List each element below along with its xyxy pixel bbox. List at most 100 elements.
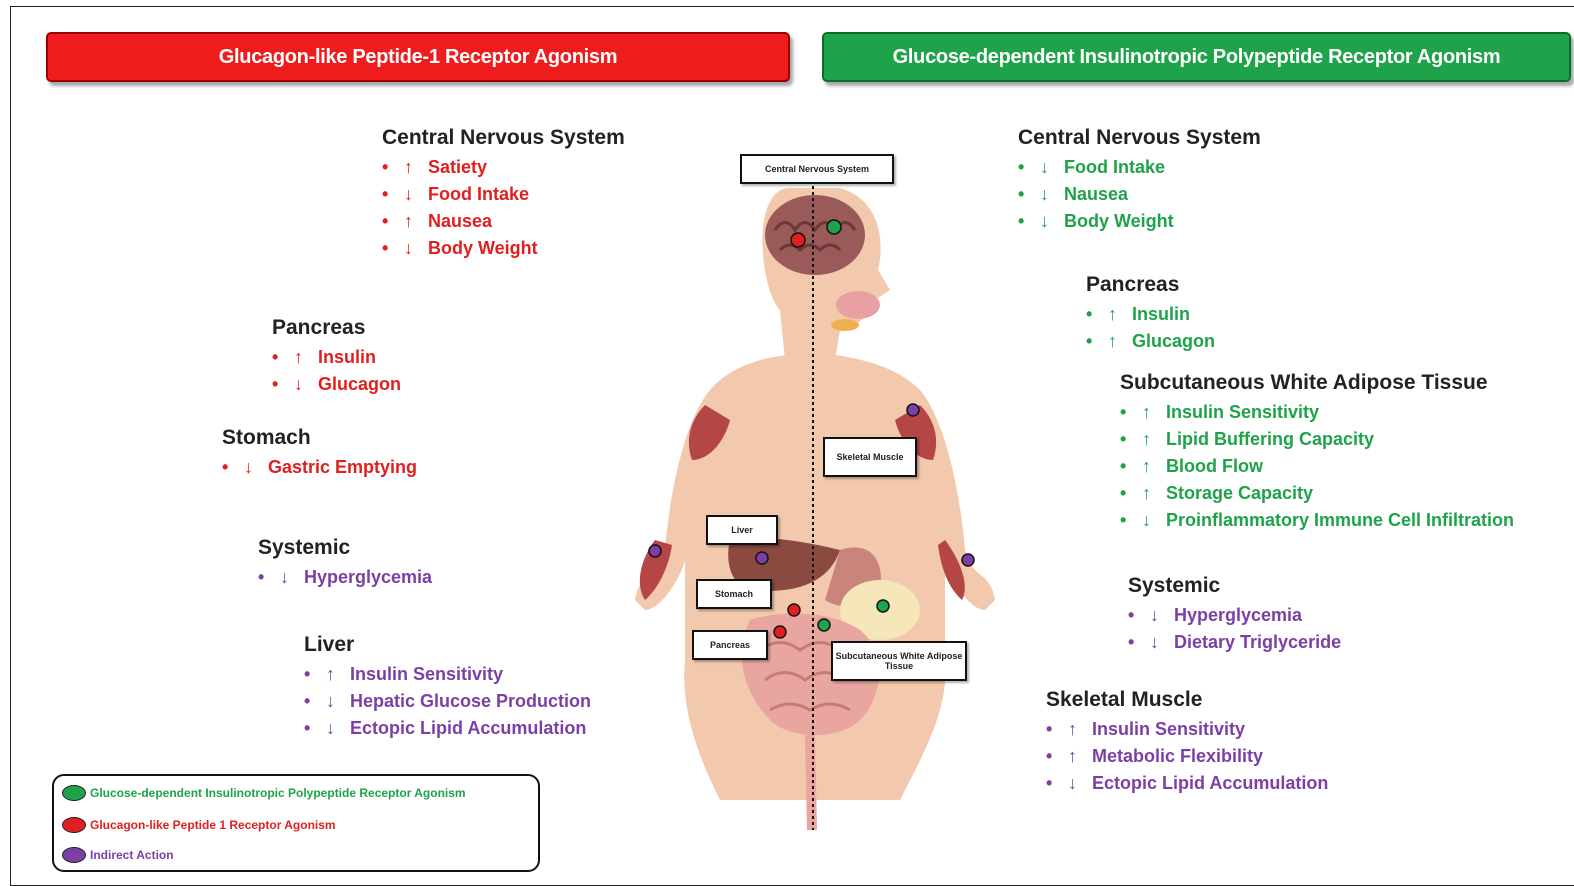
glp1-banner: Glucagon-like Peptide-1 Receptor Agonism xyxy=(46,32,790,82)
left-stomach-section: Stomach •↓Gastric Emptying xyxy=(222,426,417,481)
arrow-icon: ↑ xyxy=(1108,301,1132,328)
effect-text: Hyperglycemia xyxy=(1174,605,1302,625)
arrow-icon: ↓ xyxy=(294,371,318,398)
bullet-icon: • xyxy=(1120,399,1142,426)
effect-item: •↓Ectopic Lipid Accumulation xyxy=(1046,770,1328,797)
effect-item: •↓Food Intake xyxy=(1018,154,1261,181)
section-title: Pancreas xyxy=(272,316,401,340)
legend-label: Glucose-dependent Insulinotropic Polypep… xyxy=(90,786,466,800)
effect-text: Gastric Emptying xyxy=(268,457,417,477)
bullet-icon: • xyxy=(1046,743,1068,770)
arrow-icon: ↓ xyxy=(1150,629,1174,656)
effect-item: •↑Insulin xyxy=(1086,301,1215,328)
bullet-icon: • xyxy=(1120,480,1142,507)
effect-list: •↓Gastric Emptying xyxy=(222,454,417,481)
section-title: Subcutaneous White Adipose Tissue xyxy=(1120,371,1514,395)
effect-item: •↑Lipid Buffering Capacity xyxy=(1120,426,1514,453)
left-cns-section: Central Nervous System •↑Satiety•↓Food I… xyxy=(382,126,625,262)
effect-list: •↑Insulin •↓Glucagon xyxy=(272,344,401,398)
arrow-icon: ↓ xyxy=(1142,507,1166,534)
indirect-dot-left-arm xyxy=(649,545,661,557)
effect-item: •↓Hyperglycemia xyxy=(1128,602,1341,629)
arrow-icon: ↓ xyxy=(404,181,428,208)
effect-text: Insulin Sensitivity xyxy=(1166,402,1319,422)
effect-list: •↑Insulin Sensitivity•↑Metabolic Flexibi… xyxy=(1046,716,1328,797)
arrow-icon: ↓ xyxy=(326,688,350,715)
arrow-icon: ↓ xyxy=(1040,181,1064,208)
bullet-icon: • xyxy=(1018,208,1040,235)
right-pancreas-section: Pancreas •↑Insulin•↑Glucagon xyxy=(1086,273,1215,355)
gip-banner: Glucose-dependent Insulinotropic Polypep… xyxy=(822,32,1571,82)
effect-text: Nausea xyxy=(1064,184,1128,204)
arrow-icon: ↓ xyxy=(1150,602,1174,629)
bullet-icon: • xyxy=(382,208,404,235)
bullet-icon: • xyxy=(1018,181,1040,208)
arrow-icon: ↓ xyxy=(326,715,350,742)
effect-text: Metabolic Flexibility xyxy=(1092,746,1263,766)
arrow-icon: ↑ xyxy=(294,344,318,371)
effect-text: Insulin Sensitivity xyxy=(350,664,503,684)
bullet-icon: • xyxy=(1046,770,1068,797)
legend-item-gip: Glucose-dependent Insulinotropic Polypep… xyxy=(62,785,466,801)
effect-item: •↓Food Intake xyxy=(382,181,625,208)
pancreas-label-box: Pancreas xyxy=(692,630,768,660)
bullet-icon: • xyxy=(272,371,294,398)
legend-item-glp1: Glucagon-like Peptide 1 Receptor Agonism xyxy=(62,817,336,833)
bullet-icon: • xyxy=(382,235,404,262)
legend-glp1-dot-icon xyxy=(62,817,86,833)
section-title: Liver xyxy=(304,633,591,657)
effect-item: •↑Nausea xyxy=(382,208,625,235)
effect-list: •↓Hyperglycemia xyxy=(258,564,432,591)
left-pancreas-section: Pancreas •↑Insulin •↓Glucagon xyxy=(272,316,401,398)
rectum xyxy=(810,735,812,830)
arrow-icon: ↑ xyxy=(1068,743,1092,770)
effect-list: •↓Hyperglycemia•↓Dietary Triglyceride xyxy=(1128,602,1341,656)
effect-item: •↓Body Weight xyxy=(1018,208,1261,235)
arrow-icon: ↓ xyxy=(1040,154,1064,181)
right-swat-section: Subcutaneous White Adipose Tissue •↑Insu… xyxy=(1120,371,1514,534)
glp1-dot-brain xyxy=(791,233,805,247)
effect-item: •↑Insulin Sensitivity xyxy=(1046,716,1328,743)
legend-label: Glucagon-like Peptide 1 Receptor Agonism xyxy=(90,818,336,832)
effect-text: Ectopic Lipid Accumulation xyxy=(350,718,586,738)
effect-item: •↓Glucagon xyxy=(272,371,401,398)
stomach-label-box: Stomach xyxy=(696,579,772,609)
arrow-icon: ↓ xyxy=(1068,770,1092,797)
effect-item: •↑Blood Flow xyxy=(1120,453,1514,480)
effect-text: Food Intake xyxy=(1064,157,1165,177)
arrow-icon: ↓ xyxy=(1040,208,1064,235)
indirect-dot-shoulder xyxy=(907,404,919,416)
section-title: Skeletal Muscle xyxy=(1046,688,1328,712)
effect-text: Insulin xyxy=(318,347,376,367)
section-title: Central Nervous System xyxy=(1018,126,1261,150)
arrow-icon: ↑ xyxy=(1142,399,1166,426)
bullet-icon: • xyxy=(1086,301,1108,328)
effect-item: •↑Insulin Sensitivity xyxy=(304,661,591,688)
legend: Glucose-dependent Insulinotropic Polypep… xyxy=(52,774,540,872)
gip-dot-pancreas xyxy=(818,619,830,631)
effect-text: Blood Flow xyxy=(1166,456,1263,476)
bullet-icon: • xyxy=(1046,716,1068,743)
indirect-dot-liver xyxy=(756,552,768,564)
effect-item: •↑Glucagon xyxy=(1086,328,1215,355)
arrow-icon: ↓ xyxy=(404,235,428,262)
right-cns-section: Central Nervous System •↓Food Intake•↓Na… xyxy=(1018,126,1261,235)
bullet-icon: • xyxy=(1128,602,1150,629)
effect-text: Satiety xyxy=(428,157,487,177)
human-body-illustration xyxy=(600,140,1020,840)
legend-item-indirect: Indirect Action xyxy=(62,847,174,863)
left-systemic-section: Systemic •↓Hyperglycemia xyxy=(258,536,432,591)
bullet-icon: • xyxy=(304,688,326,715)
effect-text: Proinflammatory Immune Cell Infiltration xyxy=(1166,510,1514,530)
effect-text: Body Weight xyxy=(428,238,538,258)
arrow-icon: ↑ xyxy=(1108,328,1132,355)
brain-shape xyxy=(765,195,865,275)
effect-text: Hepatic Glucose Production xyxy=(350,691,591,711)
arrow-icon: ↑ xyxy=(1142,453,1166,480)
effect-list: •↑Insulin Sensitivity•↓Hepatic Glucose P… xyxy=(304,661,591,742)
effect-item: •↓Hepatic Glucose Production xyxy=(304,688,591,715)
effect-item: •↓Gastric Emptying xyxy=(222,454,417,481)
arrow-icon: ↓ xyxy=(244,454,268,481)
effect-text: Food Intake xyxy=(428,184,529,204)
bullet-icon: • xyxy=(272,344,294,371)
